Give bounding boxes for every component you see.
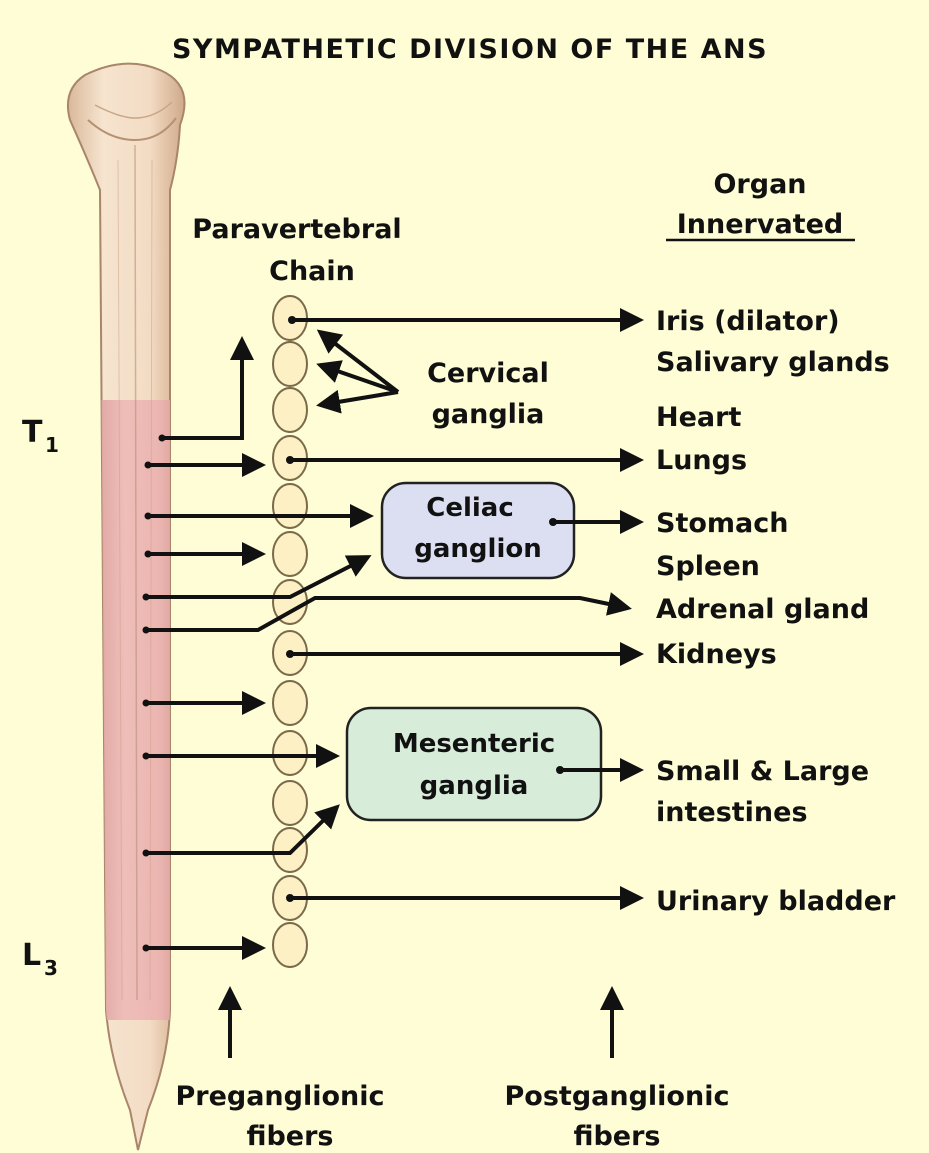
organ-label: Heart [656, 402, 741, 433]
organ-list: Iris (dilator) Salivary glands Heart Lun… [656, 306, 896, 917]
organ-label: intestines [656, 797, 808, 828]
celiac-ganglion-box: Celiac ganglion [382, 483, 574, 578]
organ-header-line2: Innervated [677, 209, 843, 240]
organ-label: Lungs [656, 445, 747, 476]
cervical-ganglia-line1: Cervical [427, 358, 549, 389]
mesenteric-ganglia-box: Mesenteric ganglia [347, 708, 601, 820]
celiac-ganglion-line1: Celiac [426, 493, 514, 523]
preganglionic-label-line2: fibers [246, 1121, 333, 1152]
organ-label: Spleen [656, 551, 760, 582]
svg-text:3: 3 [44, 956, 58, 980]
organ-header-line1: Organ [713, 169, 806, 200]
cervical-ganglia-line2: ganglia [432, 399, 545, 430]
segment-label-t1: T 1 [22, 415, 59, 457]
organ-label: Salivary glands [656, 347, 890, 378]
organ-label: Urinary bladder [656, 886, 896, 917]
spinal-cord [68, 64, 190, 1150]
svg-text:1: 1 [45, 433, 59, 457]
cervical-pointer-arrows [320, 332, 398, 405]
organ-label: Iris (dilator) [656, 306, 840, 337]
mesenteric-ganglia-line2: ganglia [420, 771, 529, 801]
preganglionic-label-line1: Preganglionic [175, 1081, 384, 1112]
organ-label: Small & Large [656, 756, 869, 787]
svg-text:L: L [22, 938, 41, 973]
diagram-title: SYMPATHETIC DIVISION OF THE ANS [172, 34, 768, 65]
postganglionic-label-line2: fibers [573, 1121, 660, 1152]
organ-label: Stomach [656, 508, 788, 539]
chain-header-line1: Paravertebral [192, 214, 401, 245]
celiac-ganglion-line2: ganglion [414, 534, 541, 564]
postganglionic-label-line1: Postganglionic [505, 1081, 730, 1112]
mesenteric-ganglia-line1: Mesenteric [393, 729, 555, 759]
organ-label: Adrenal gland [656, 594, 869, 625]
organ-label: Kidneys [656, 639, 777, 670]
chain-header-line2: Chain [269, 256, 355, 287]
svg-text:T: T [22, 415, 43, 450]
paravertebral-chain [273, 296, 307, 967]
preganglionic-fibers [143, 340, 629, 952]
segment-label-l3: L 3 [22, 938, 58, 980]
